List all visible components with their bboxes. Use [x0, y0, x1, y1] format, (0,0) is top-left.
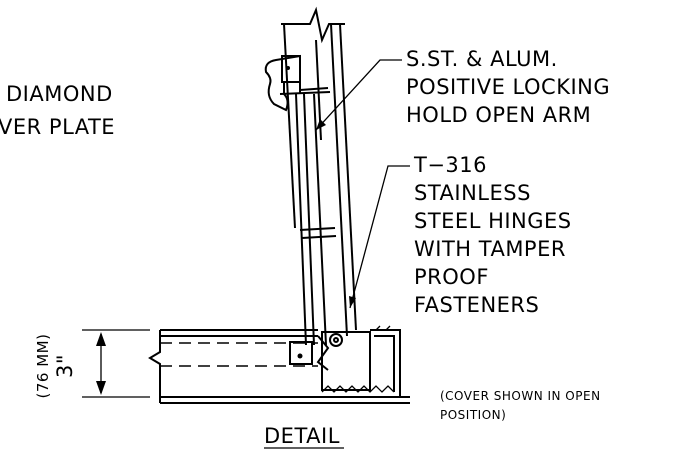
dimension-value: 3" [53, 354, 77, 378]
hinge-label-line3: STEEL HINGES [414, 209, 572, 233]
hinge-leader [349, 165, 410, 309]
hinge-label-line2: STAINLESS [414, 181, 531, 205]
gasket-hatch [321, 385, 395, 393]
hinge-label-line1: T−316 [413, 153, 487, 177]
handle-rivet [286, 66, 290, 70]
dimension-metric: (76 MM) [34, 334, 52, 399]
hinge-label-line4: WITH TAMPER [414, 237, 566, 261]
angle-frame [321, 325, 401, 397]
lock-handle [264, 54, 331, 112]
detail-title: DETAIL [264, 424, 340, 448]
arm-label-line1: S.ST. & ALUM. [406, 47, 558, 71]
hold-open-arm [295, 93, 327, 346]
cover-plate-section [148, 329, 410, 404]
arm-label-line2: POSITIVE LOCKING [406, 75, 610, 99]
hinge-assembly [289, 333, 343, 371]
arm-leader [315, 59, 402, 131]
arm-label-line3: HOLD OPEN ARM [406, 103, 591, 127]
open-position-note-line1: (COVER SHOWN IN OPEN [440, 389, 601, 403]
hinge-label-line6: FASTENERS [414, 293, 539, 317]
break-line-top [281, 6, 345, 44]
break-line-left [148, 330, 161, 403]
diamond-plate-label-line1: DIAMOND [6, 82, 113, 106]
diamond-plate-label-line2: VER PLATE [0, 115, 115, 139]
hinge-label-line5: PROOF [414, 265, 489, 289]
height-dimension [82, 329, 150, 398]
open-position-note-line2: POSITION) [440, 408, 506, 422]
